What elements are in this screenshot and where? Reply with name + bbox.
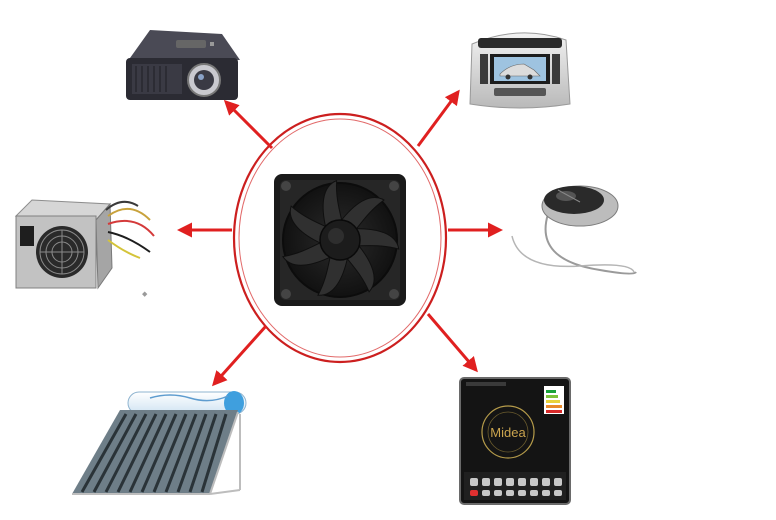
cooling-fan-icon: [274, 174, 406, 306]
arrows: [177, 89, 503, 387]
arrow-to-induction-cooker: [426, 313, 478, 373]
mouse-icon: [511, 185, 637, 275]
induction-cooker-icon: Midea: [459, 377, 571, 505]
energy-label: [544, 386, 564, 414]
car-stereo-icon: [469, 32, 571, 109]
arrow-to-car-dashboard: [416, 89, 460, 147]
power-supply-icon: ◆: [14, 199, 155, 298]
projector-icon: [126, 30, 240, 100]
svg-text:◆: ◆: [142, 290, 148, 298]
solar-heater-icon: [72, 391, 247, 495]
hub-ring: [232, 112, 448, 364]
arrow-to-solar-water-heater: [211, 324, 268, 387]
arrow-to-projector: [223, 99, 274, 150]
cooker-brand-label: Midea: [490, 425, 526, 440]
